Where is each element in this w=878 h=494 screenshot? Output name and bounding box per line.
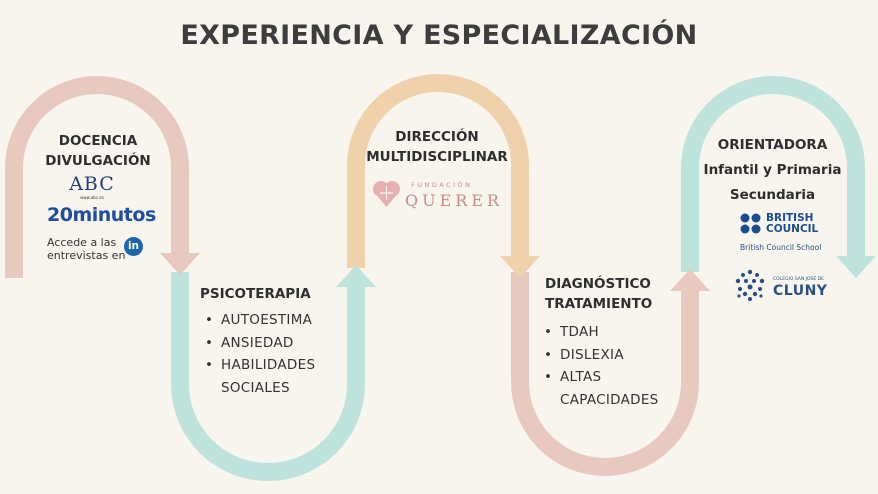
linkedin-icon[interactable]: in [124, 237, 143, 256]
heading-line: DIRECCIÓN [395, 129, 479, 145]
british-council-sub: British Council School [740, 243, 822, 252]
cluny-small-text: COLEGIO SAN JOSÉ DE [773, 277, 824, 282]
querer-big-text: QUERER [405, 191, 504, 210]
bc-line: BRITISH [766, 212, 814, 224]
caption-line: Accede a las [47, 236, 117, 249]
heading-line: DIAGNÓSTICO [545, 276, 651, 292]
page-title: EXPERIENCIA Y ESPECIALIZACIÓN [180, 20, 698, 51]
heading-line: DOCENCIA [58, 133, 138, 149]
cluny-logo: COLEGIO SAN JOSÉ DE CLUNY [733, 268, 843, 304]
list-item: TDAH [542, 321, 659, 344]
path-arch-2 [347, 74, 529, 268]
list-item: DISLEXIA [542, 344, 659, 367]
abc-logo-sub: www.abc.es [80, 195, 104, 200]
heading-line: Infantil y Primaria [703, 162, 842, 178]
arrow-down-2 [500, 256, 540, 278]
psicoterapia-list: AUTOESTIMA ANSIEDAD HABILIDADES SOCIALES [203, 309, 315, 399]
20minutos-logo: 20minutos [47, 204, 156, 226]
step-heading-diagnostico: DIAGNÓSTICO TRATAMIENTO [545, 274, 675, 314]
linkedin-caption: Accede a las entrevistas en [47, 236, 125, 262]
arrow-down-3 [836, 256, 876, 278]
list-item: AUTOESTIMA [203, 309, 315, 332]
list-item: HABILIDADES [203, 354, 315, 377]
querer-heart-icon [373, 181, 400, 207]
querer-small-text: FUNDACIÓN [411, 181, 473, 189]
cluny-big-text: CLUNY [773, 283, 828, 299]
step-heading-direccion: DIRECCIÓN MULTIDISCIPLINAR [362, 127, 512, 167]
path-arch-3 [681, 76, 865, 272]
path-u-1 [171, 272, 365, 481]
bc-line: COUNCIL [766, 223, 819, 235]
diagnostico-list: TDAH DISLEXIA ALTAS CAPACIDADES [542, 321, 659, 411]
heading-line: Secundaria [729, 187, 816, 203]
heading-line: MULTIDISCIPLINAR [366, 149, 508, 165]
path-u-2 [511, 272, 699, 476]
british-council-text: BRITISH COUNCIL [766, 213, 818, 235]
abc-logo: ABC www.abc.es [66, 173, 118, 200]
arrow-down-1 [160, 253, 200, 275]
list-item: ALTAS [542, 366, 659, 389]
heading-line: ORIENTADORA [717, 137, 828, 153]
abc-logo-text: ABC [69, 173, 115, 195]
heading-line: DIVULGACIÓN [45, 153, 151, 169]
step-heading-docencia: DOCENCIA DIVULGACIÓN [38, 131, 158, 171]
step-heading-psicoterapia: PSICOTERAPIA [200, 284, 330, 304]
arrow-up-2 [670, 269, 710, 291]
heading-line: TRATAMIENTO [545, 296, 653, 312]
fundacion-querer-logo: FUNDACIÓN QUERER [371, 178, 511, 212]
list-item-continued: SOCIALES [221, 379, 290, 396]
arrow-up-1 [336, 265, 376, 287]
cluny-emblem-icon [735, 269, 765, 301]
caption-line: entrevistas en [47, 249, 126, 262]
step-heading-orientadora: ORIENTADORA Infantil y Primaria Secundar… [700, 133, 845, 208]
british-council-dots-icon [740, 213, 761, 234]
list-item-continued: CAPACIDADES [560, 391, 659, 408]
list-item: ANSIEDAD [203, 332, 315, 355]
heading-line: PSICOTERAPIA [200, 286, 311, 302]
path-arch-1 [5, 76, 189, 278]
